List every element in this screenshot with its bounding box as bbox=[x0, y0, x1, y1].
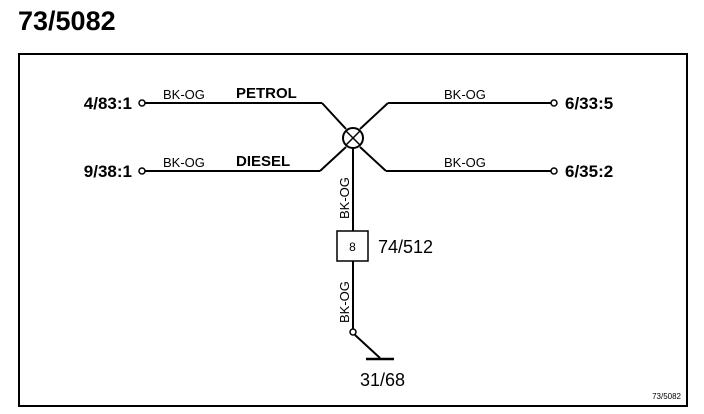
connector-left-bottom: 9/38:1 bbox=[84, 162, 132, 181]
connector-left-top: 4/83:1 bbox=[84, 94, 132, 113]
wire-label-right-bottom: BK-OG bbox=[444, 155, 486, 170]
wire-label-vertical-upper: BK-OG bbox=[337, 177, 352, 219]
fuel-label-petrol: PETROL bbox=[236, 85, 297, 102]
wire-label-vertical-lower: BK-OG bbox=[337, 281, 352, 323]
wire-label-left-top: BK-OG bbox=[163, 87, 205, 102]
wire-left-top-diagonal bbox=[321, 102, 347, 130]
connector-right-bottom: 6/35:2 bbox=[565, 162, 613, 181]
fuel-label-diesel: DIESEL bbox=[236, 153, 290, 170]
component-id: 74/512 bbox=[378, 237, 433, 257]
page-title: 73/5082 bbox=[18, 6, 116, 36]
diagram-frame bbox=[18, 53, 688, 407]
splice-cross-b bbox=[345, 130, 361, 146]
ground-label: 31/68 bbox=[360, 370, 405, 390]
wire-left-bottom-diagonal bbox=[319, 146, 347, 172]
ground-link bbox=[354, 334, 381, 359]
component-pin: 8 bbox=[349, 240, 356, 254]
connector-right-top: 6/33:5 bbox=[565, 94, 613, 113]
terminal-right-bottom bbox=[550, 167, 558, 175]
wire-label-right-top: BK-OG bbox=[444, 87, 486, 102]
wire-right-bottom-diagonal bbox=[359, 146, 387, 172]
footer-reference: 73/5082 bbox=[652, 392, 681, 401]
terminal-left-top bbox=[138, 99, 146, 107]
component-box bbox=[336, 230, 369, 262]
wire-right-top-diagonal bbox=[359, 102, 389, 130]
terminal-left-bottom bbox=[138, 167, 146, 175]
wire-label-left-bottom: BK-OG bbox=[163, 155, 205, 170]
terminal-right-top bbox=[550, 99, 558, 107]
terminal-ground-top bbox=[349, 328, 357, 336]
